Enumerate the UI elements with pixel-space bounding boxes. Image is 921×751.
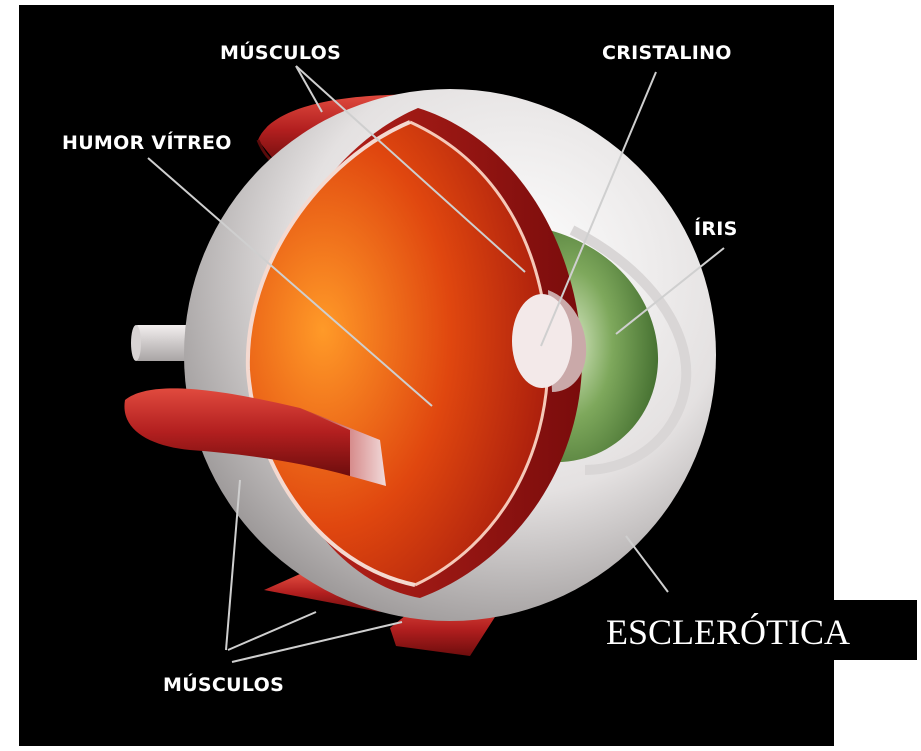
label-humor-vitreo: HUMOR VÍTREO [62,132,232,154]
label-cristalino: CRISTALINO [602,42,732,64]
esclerotica-label-box: ESCLERÓTICA [590,600,917,660]
label-iris: ÍRIS [694,218,738,240]
label-esclerotica: ESCLERÓTICA [606,612,850,652]
label-musculos-bottom: MÚSCULOS [163,674,284,696]
label-musculos-top: MÚSCULOS [220,42,341,64]
